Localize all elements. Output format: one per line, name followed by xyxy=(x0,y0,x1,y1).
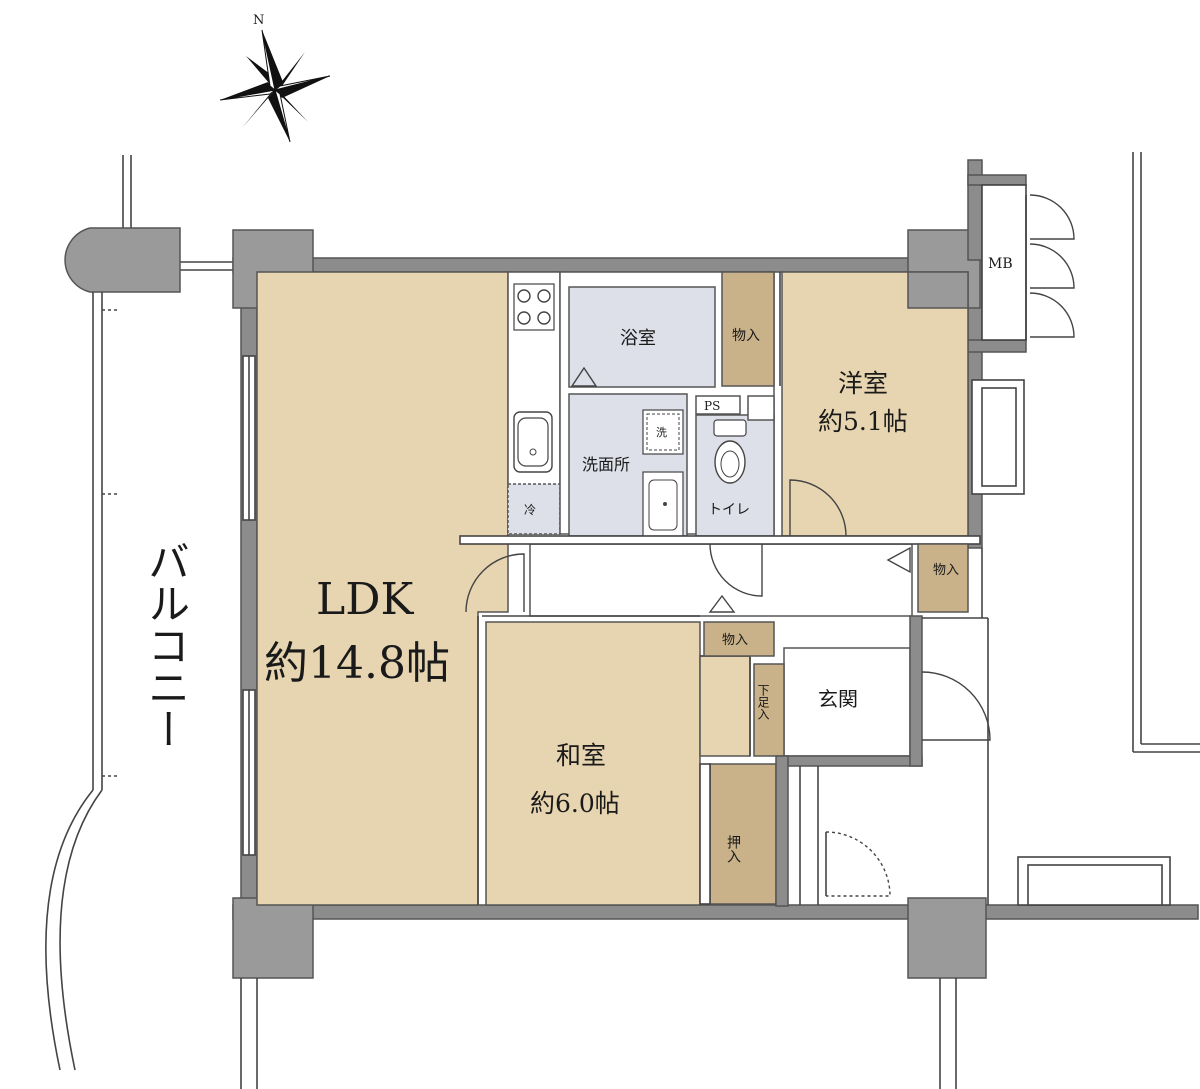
hallway xyxy=(529,543,913,617)
room-entrance xyxy=(783,647,911,757)
youshitsu-name: 洋室 xyxy=(838,369,888,398)
storage-bath-label: 物入 xyxy=(732,328,760,344)
washitsu-size: 約6.0帖 xyxy=(530,789,620,818)
ps-label: PS xyxy=(704,399,720,413)
pillar-bottom-left xyxy=(232,897,314,979)
fridge-space xyxy=(507,483,561,535)
bath-label: 浴室 xyxy=(620,328,656,349)
youshitsu-size: 約5.1帖 xyxy=(818,407,908,436)
pillar-bottom-right xyxy=(907,897,987,979)
balcony-label: バルコニー xyxy=(142,540,191,750)
sink-icon xyxy=(513,411,553,473)
stove-icon xyxy=(513,283,555,331)
room-bath xyxy=(568,286,716,388)
closet-storage-bath xyxy=(721,271,775,387)
storage-hall-label: 物入 xyxy=(933,563,959,578)
compass-north-label: N xyxy=(253,13,264,28)
ldk-size: 約14.8帖 xyxy=(264,638,450,689)
mb-label: MB xyxy=(988,256,1013,272)
ldk-name: LDK xyxy=(316,574,414,625)
balcony xyxy=(45,155,240,1071)
closet-storage-washitsu xyxy=(703,621,775,657)
closet-oshiire xyxy=(709,763,777,905)
washer-label: 洗 xyxy=(656,426,667,439)
toilet-icon xyxy=(713,419,747,484)
wall-bottom xyxy=(232,904,1199,920)
toilet-label: トイレ xyxy=(708,502,750,518)
compass-rose-icon xyxy=(219,29,331,143)
closet-storage-hall xyxy=(917,543,969,613)
storage-washitsu-label: 物入 xyxy=(722,633,748,648)
oshiire-label: 押入 xyxy=(725,835,741,863)
wall-top xyxy=(232,257,974,273)
fridge-label: 冷 xyxy=(524,503,536,517)
washroom-label: 洗面所 xyxy=(582,455,630,474)
closet-shoe-box xyxy=(753,663,785,757)
room-youshitsu xyxy=(781,271,969,537)
entrance-label: 玄関 xyxy=(818,687,858,711)
washitsu-name: 和室 xyxy=(556,741,606,770)
shoe-box-label: 下足入 xyxy=(756,684,770,720)
room-washitsu xyxy=(485,621,701,906)
